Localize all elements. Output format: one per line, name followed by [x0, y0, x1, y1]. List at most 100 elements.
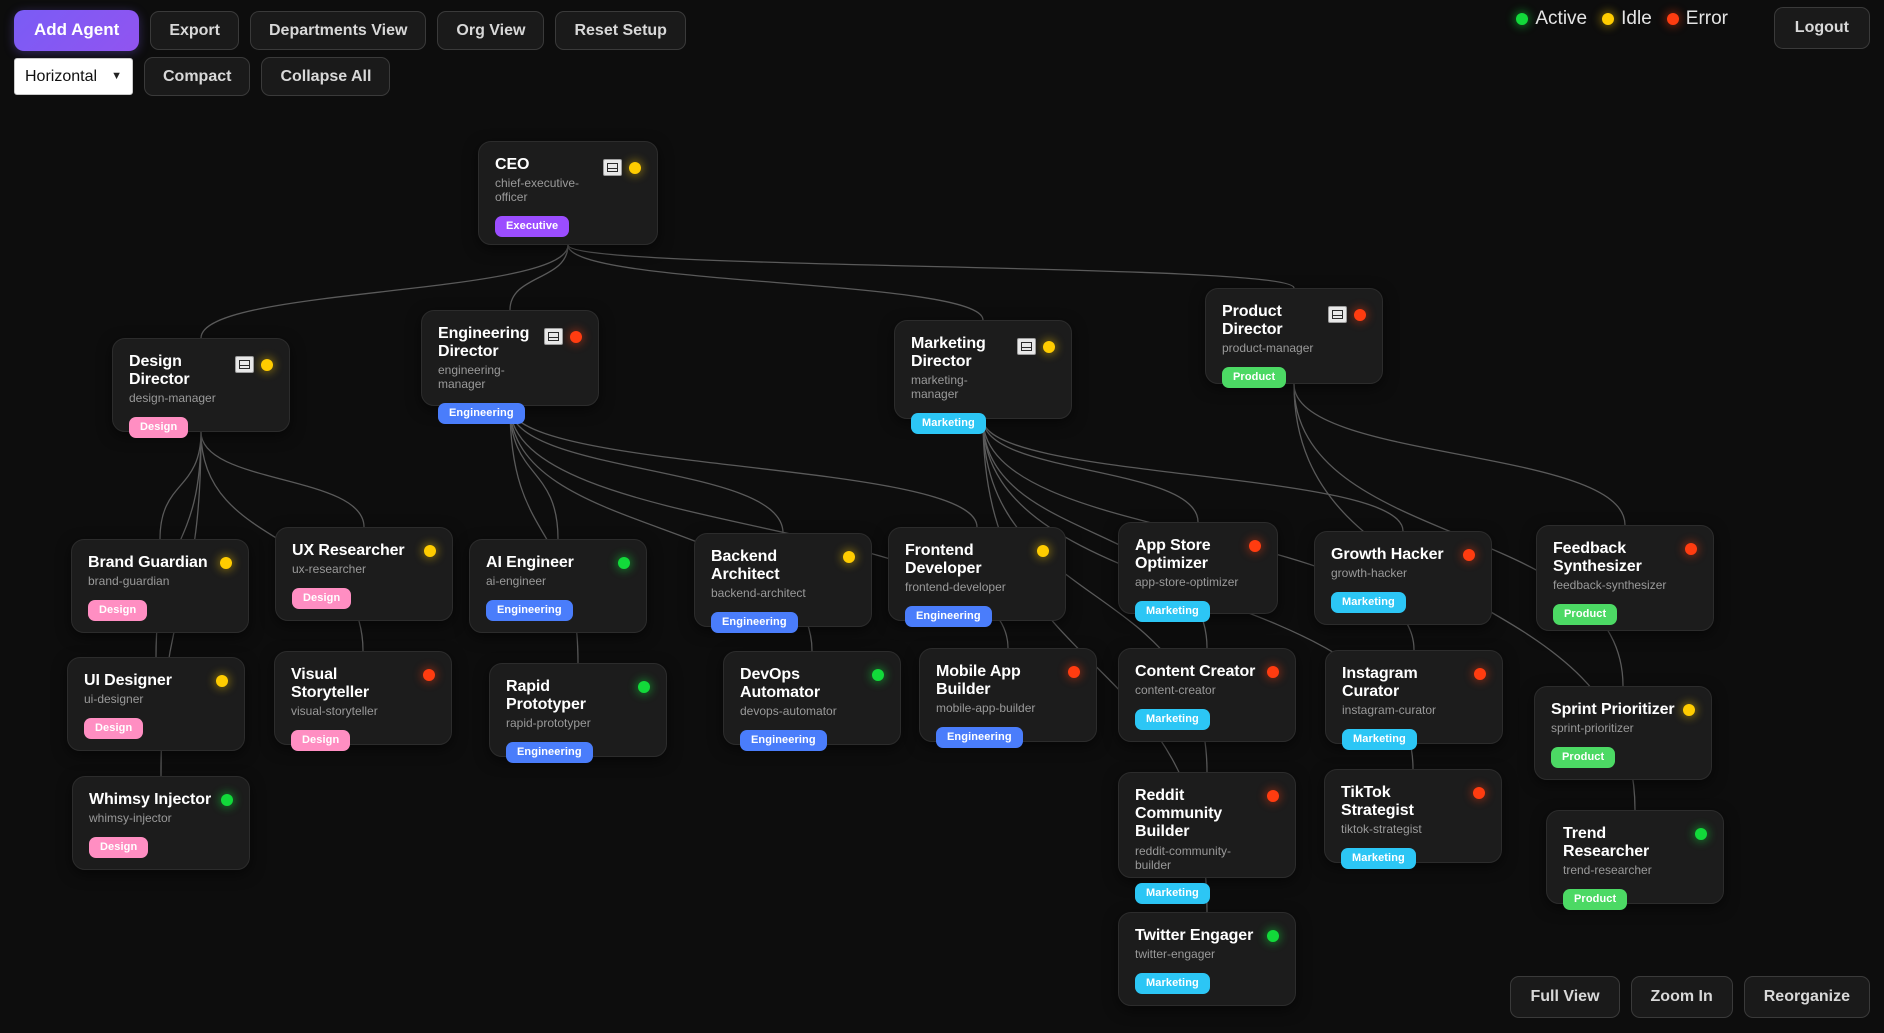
agent-node-slug: backend-architect	[711, 586, 806, 601]
status-dot-error-icon	[1354, 308, 1366, 321]
department-badge: Marketing	[1135, 601, 1210, 623]
collapse-all-button[interactable]: Collapse All	[261, 56, 391, 97]
agent-node-slug: whimsy-injector	[89, 811, 172, 826]
export-button[interactable]: Export	[150, 10, 239, 51]
agent-node-slug: ux-researcher	[292, 562, 367, 577]
departments-view-button[interactable]: Departments View	[249, 10, 427, 51]
collapse-toggle-icon[interactable]	[1017, 338, 1036, 355]
agent-node-slug: ai-engineer	[486, 574, 547, 589]
agent-node-controls	[1068, 663, 1080, 678]
status-dot-idle-icon	[629, 161, 641, 174]
collapse-toggle-icon[interactable]	[1328, 306, 1347, 323]
department-badge: Product	[1222, 367, 1287, 389]
agent-node-slug: feedback-synthesizer	[1553, 578, 1667, 593]
agent-node-slug: instagram-curator	[1342, 703, 1437, 718]
status-dot-active-icon	[872, 669, 884, 681]
legend-label-active: Active	[1535, 8, 1588, 29]
agent-node-slug: rapid-prototyper	[506, 716, 591, 731]
layout-select-wrapper: Horizontal ▼	[14, 57, 133, 95]
status-dot-idle-icon	[1043, 340, 1055, 353]
layout-select[interactable]: Horizontal	[14, 57, 133, 95]
legend-label-idle: Idle	[1621, 8, 1652, 29]
org-view-button[interactable]: Org View	[437, 10, 545, 51]
edge-ceo-to-product-director	[567, 244, 1295, 289]
toolbar-row-primary: Add Agent Export Departments View Org Vi…	[14, 10, 1870, 51]
status-dot-idle-icon	[1037, 545, 1049, 557]
department-badge: Design	[129, 417, 189, 439]
collapse-toggle-icon[interactable]	[603, 159, 622, 176]
agent-node-title: Marketing Director	[911, 335, 986, 371]
status-dot-active-icon	[1516, 13, 1529, 25]
department-badge: Product	[1553, 604, 1618, 626]
department-badge: Marketing	[1341, 848, 1416, 870]
toolbar: Add Agent Export Departments View Org Vi…	[0, 0, 1884, 104]
agent-node-slug: product-manager	[1222, 341, 1314, 356]
full-view-button[interactable]: Full View	[1510, 976, 1620, 1018]
agent-node-slug: brand-guardian	[88, 574, 170, 589]
edge-product-director-to-feedback-synthesizer	[1293, 383, 1626, 526]
agent-node-slug: visual-storyteller	[291, 704, 378, 719]
agent-node-controls	[220, 554, 232, 569]
agent-node-title: TikTok Strategist	[1341, 784, 1414, 820]
add-agent-button[interactable]: Add Agent	[14, 10, 140, 51]
zoom-in-button[interactable]: Zoom In	[1630, 976, 1733, 1018]
agent-node-title: Frontend Developer	[905, 542, 982, 578]
agent-node-slug: tiktok-strategist	[1341, 822, 1422, 837]
agent-node-slug: content-creator	[1135, 683, 1216, 698]
reorganize-button[interactable]: Reorganize	[1743, 976, 1870, 1018]
logout-button[interactable]: Logout	[1773, 7, 1870, 49]
agent-node-title: Visual Storyteller	[291, 666, 370, 702]
collapse-toggle-icon[interactable]	[544, 328, 563, 345]
status-dot-idle-icon	[261, 358, 273, 371]
reset-setup-button[interactable]: Reset Setup	[555, 10, 686, 51]
agent-node-slug: devops-automator	[740, 704, 837, 719]
agent-node-slug: frontend-developer	[905, 580, 1006, 595]
agent-node-title: DevOps Automator	[740, 666, 820, 702]
collapse-toggle-icon[interactable]	[235, 356, 254, 373]
agent-node-controls	[1017, 335, 1055, 355]
compact-button[interactable]: Compact	[144, 56, 251, 97]
department-badge: Design	[89, 837, 149, 859]
agent-node-title: Trend Researcher	[1563, 825, 1650, 861]
status-dot-idle-icon	[1683, 704, 1695, 716]
